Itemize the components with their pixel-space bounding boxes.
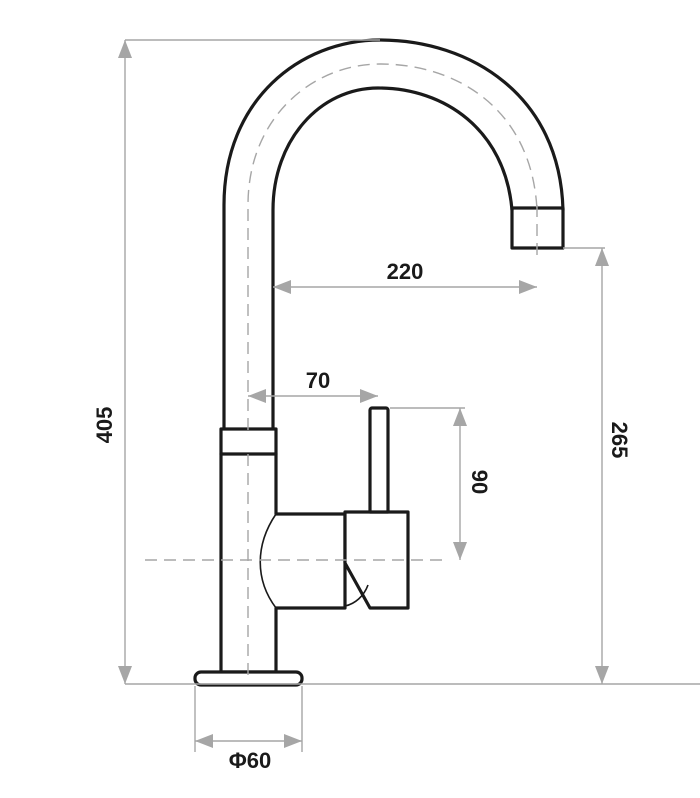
arrowhead <box>118 40 132 58</box>
mixer-curve <box>259 513 277 609</box>
arrowhead <box>453 408 467 426</box>
cartridge-slant <box>344 563 369 607</box>
label-405: 405 <box>92 407 117 444</box>
dimension-lines <box>118 39 700 752</box>
label-base-diameter: Φ60 <box>229 748 272 773</box>
label-220: 220 <box>387 259 424 284</box>
faucet-body <box>219 452 347 674</box>
arrowhead <box>195 734 213 748</box>
arrowhead <box>118 666 132 684</box>
arrowhead <box>595 666 609 684</box>
body-collar <box>219 427 278 456</box>
lever-handle <box>368 406 390 514</box>
arrowhead <box>453 542 467 560</box>
label-265: 265 <box>607 422 632 459</box>
faucet-outline <box>193 38 565 687</box>
dimension-labels: 405 265 220 70 90 Φ60 <box>92 259 632 773</box>
arrowhead <box>284 734 302 748</box>
arrowhead <box>273 280 291 294</box>
label-70: 70 <box>306 368 330 393</box>
centerlines <box>145 63 538 680</box>
label-90: 90 <box>467 470 492 494</box>
arrowhead <box>519 280 537 294</box>
arrowhead <box>360 389 378 403</box>
spout-centerline <box>247 63 538 430</box>
arrowhead <box>248 389 266 403</box>
spout-inner-contour <box>271 86 514 432</box>
arrowhead <box>595 248 609 266</box>
